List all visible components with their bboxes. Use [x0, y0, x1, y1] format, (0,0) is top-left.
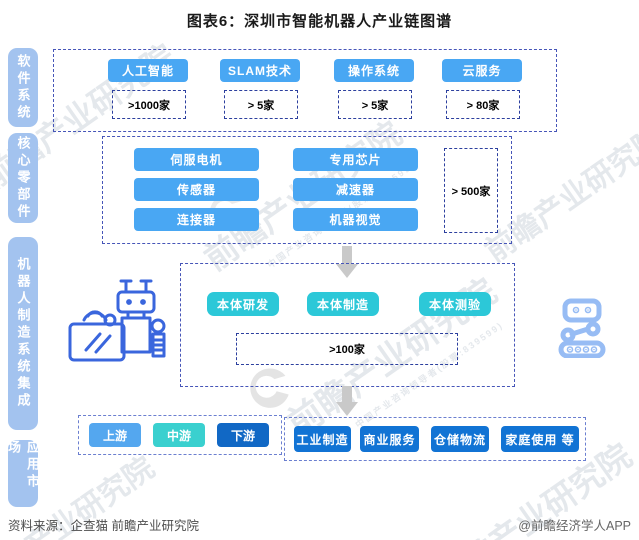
software-section: 人工智能 >1000家 SLAM技术 > 5家 操作系统 > 5家 云服务 > … [53, 49, 557, 132]
application-home: 家庭使用 等 [501, 426, 579, 452]
application-commercial: 商业服务 [360, 426, 419, 452]
software-group: 操作系统 > 5家 [329, 50, 419, 131]
category-box-slam: SLAM技术 [220, 59, 300, 82]
manufacturing-box-test: 本体测验 [419, 292, 491, 316]
count-box-slam: > 5家 [224, 90, 298, 119]
legend-midstream: 中游 [153, 423, 205, 447]
component-box-servo: 伺服电机 [134, 148, 259, 171]
manufacturing-box-build: 本体制造 [307, 292, 379, 316]
sidebar-item-manufacturing: 机器人制造系统集成 [8, 237, 38, 430]
category-box-cloud: 云服务 [442, 59, 522, 82]
legend-box: 上游 中游 下游 [78, 415, 282, 455]
count-box-manufacturing: >100家 [236, 333, 458, 365]
software-group: SLAM技术 > 5家 [215, 50, 305, 131]
category-box-ai: 人工智能 [108, 59, 188, 82]
legend-downstream: 下游 [217, 423, 269, 447]
sidebar-item-applications: 应用市场 [6, 440, 40, 507]
components-section: 伺服电机 传感器 连接器 专用芯片 减速器 机器视觉 > 500家 [102, 136, 512, 244]
count-box-cloud: > 80家 [446, 90, 520, 119]
pqh-logo-watermark [250, 368, 289, 408]
manufacturing-section: 本体研发 本体制造 本体测验 >100家 [180, 263, 515, 387]
legend-upstream: 上游 [89, 423, 141, 447]
applications-box: 工业制造 商业服务 仓储物流 家庭使用 等 [284, 417, 586, 461]
down-arrow [336, 246, 358, 278]
sidebar-item-components: 核心零部件 [8, 133, 38, 223]
component-box-sensor: 传感器 [134, 178, 259, 201]
component-box-vision: 机器视觉 [293, 208, 418, 231]
manufacturing-box-rd: 本体研发 [207, 292, 279, 316]
figure-title: 图表6：深圳市智能机器人产业链图谱 [186, 13, 453, 30]
software-group: 人工智能 >1000家 [103, 50, 193, 131]
count-box-os: > 5家 [338, 90, 412, 119]
count-box-components: > 500家 [444, 148, 498, 233]
component-box-reducer: 减速器 [293, 178, 418, 201]
robot-tablet-icon [68, 279, 166, 362]
sidebar-item-software: 软件系统 [8, 48, 38, 127]
robot-node-icon [558, 298, 606, 358]
application-warehouse: 仓储物流 [431, 426, 489, 452]
source-note: 资料来源：企查猫 前瞻产业研究院 [8, 519, 199, 533]
category-box-os: 操作系统 [334, 59, 414, 82]
component-box-chip: 专用芯片 [293, 148, 418, 171]
down-arrow [336, 386, 358, 416]
count-box-ai: >1000家 [112, 90, 186, 119]
component-box-connector: 连接器 [134, 208, 259, 231]
software-group: 云服务 > 80家 [437, 50, 527, 131]
credit-note: @前瞻经济学人APP [518, 519, 631, 533]
application-industrial: 工业制造 [294, 426, 351, 452]
